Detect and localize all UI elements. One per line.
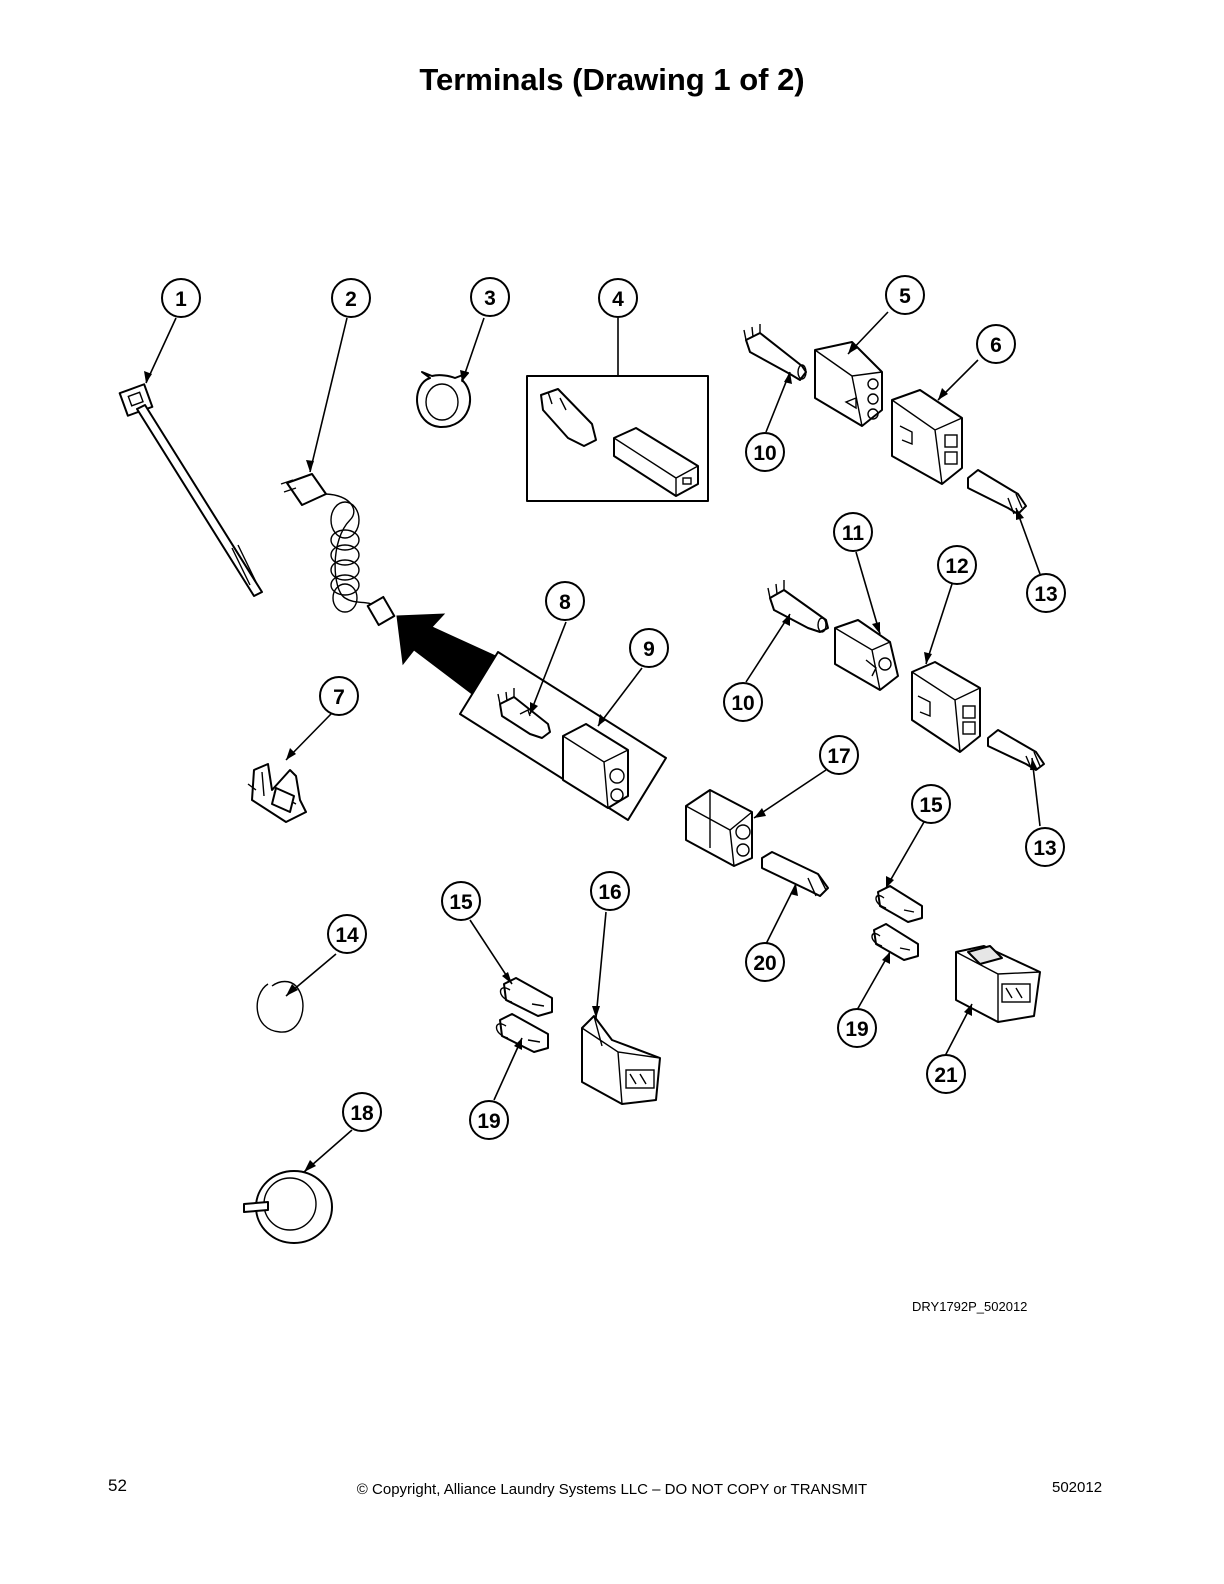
pin-terminal-20 xyxy=(761,851,829,897)
callout-16: 16 xyxy=(590,871,630,911)
callout-7: 7 xyxy=(319,676,359,716)
svg-text:19: 19 xyxy=(477,1110,500,1133)
pin-terminal-8 xyxy=(497,688,551,739)
terminal-19-left xyxy=(495,1013,549,1053)
callout-balloons: 1 2 3 4 5 6 10 11 12 13 8 9 10 7 17 15 1… xyxy=(161,275,1066,1140)
power-cord-part xyxy=(280,473,396,627)
svg-text:6: 6 xyxy=(990,334,1002,357)
callout-13-top: 13 xyxy=(1026,573,1066,613)
svg-text:9: 9 xyxy=(643,638,655,661)
cable-tie-part xyxy=(118,383,263,597)
svg-text:15: 15 xyxy=(449,891,473,914)
svg-text:18: 18 xyxy=(350,1102,374,1125)
callout-21: 21 xyxy=(926,1054,966,1094)
callout-12: 12 xyxy=(937,545,977,585)
callout-11: 11 xyxy=(833,512,873,552)
terminal-19-right xyxy=(871,923,919,961)
svg-text:2: 2 xyxy=(345,288,357,311)
callout-20: 20 xyxy=(745,942,785,982)
svg-text:11: 11 xyxy=(842,522,865,545)
pin-terminal-13-mid xyxy=(987,729,1045,771)
callout-10-top: 10 xyxy=(745,432,785,472)
svg-text:10: 10 xyxy=(753,442,776,465)
connector-housing-11 xyxy=(834,619,899,691)
callout-19-right: 19 xyxy=(837,1008,877,1048)
retainer-ring-part xyxy=(256,980,304,1033)
callout-15-right: 15 xyxy=(911,784,951,824)
callout-18: 18 xyxy=(342,1092,382,1132)
leader-lines xyxy=(144,311,1041,1173)
svg-text:19: 19 xyxy=(845,1018,868,1041)
callout-15-left: 15 xyxy=(441,881,481,921)
svg-text:21: 21 xyxy=(934,1064,958,1087)
connector-housing-16 xyxy=(581,1015,661,1105)
svg-text:5: 5 xyxy=(899,285,911,308)
pin-terminal-13-top xyxy=(967,469,1027,515)
callout-13-mid: 13 xyxy=(1025,827,1065,867)
clip-part-7 xyxy=(247,763,307,823)
connector-housing-5 xyxy=(814,341,883,427)
terminal-15-right xyxy=(875,885,923,923)
connector-housing-17 xyxy=(685,789,753,867)
connector-housing-6 xyxy=(891,389,963,485)
svg-text:16: 16 xyxy=(598,881,621,904)
copyright-notice: © Copyright, Alliance Laundry Systems LL… xyxy=(356,1481,868,1498)
connector-housing-12 xyxy=(911,661,981,753)
svg-text:4: 4 xyxy=(612,288,624,311)
callout-14: 14 xyxy=(327,914,367,954)
svg-text:1: 1 xyxy=(175,288,187,311)
callout-6: 6 xyxy=(976,324,1016,364)
callout-9: 9 xyxy=(629,628,669,668)
svg-text:8: 8 xyxy=(559,591,571,614)
kit-box-part xyxy=(526,375,709,502)
pin-terminal-10-mid xyxy=(767,580,829,633)
svg-text:12: 12 xyxy=(945,555,968,578)
svg-text:15: 15 xyxy=(919,794,943,817)
page-number: 52 xyxy=(108,1476,127,1495)
document-number: 502012 xyxy=(1052,1479,1103,1496)
svg-text:14: 14 xyxy=(335,924,359,947)
terminal-15-left xyxy=(499,977,553,1017)
svg-text:20: 20 xyxy=(753,952,776,975)
connector-housing-9 xyxy=(562,723,629,809)
page-title: Terminals (Drawing 1 of 2) xyxy=(419,62,805,97)
callout-19-left: 19 xyxy=(469,1100,509,1140)
callout-8: 8 xyxy=(545,581,585,621)
svg-text:13: 13 xyxy=(1033,837,1056,860)
svg-text:3: 3 xyxy=(484,287,496,310)
callout-17: 17 xyxy=(819,735,859,775)
svg-text:17: 17 xyxy=(827,745,850,768)
callout-3: 3 xyxy=(470,277,510,317)
pin-terminal-10-top xyxy=(743,324,807,381)
grommet-part xyxy=(243,1170,333,1244)
callout-2: 2 xyxy=(331,278,371,318)
drawing-id: DRY1792P_502012 xyxy=(912,1299,1028,1314)
svg-text:10: 10 xyxy=(731,692,754,715)
svg-text:7: 7 xyxy=(333,686,345,709)
callout-5: 5 xyxy=(885,275,925,315)
clamp-part xyxy=(416,371,471,429)
callout-10-mid: 10 xyxy=(723,682,763,722)
detail-arrow xyxy=(396,613,501,701)
connector-housing-21 xyxy=(955,945,1041,1023)
callout-1: 1 xyxy=(161,278,201,318)
svg-text:13: 13 xyxy=(1034,583,1057,606)
callout-4: 4 xyxy=(598,278,638,318)
